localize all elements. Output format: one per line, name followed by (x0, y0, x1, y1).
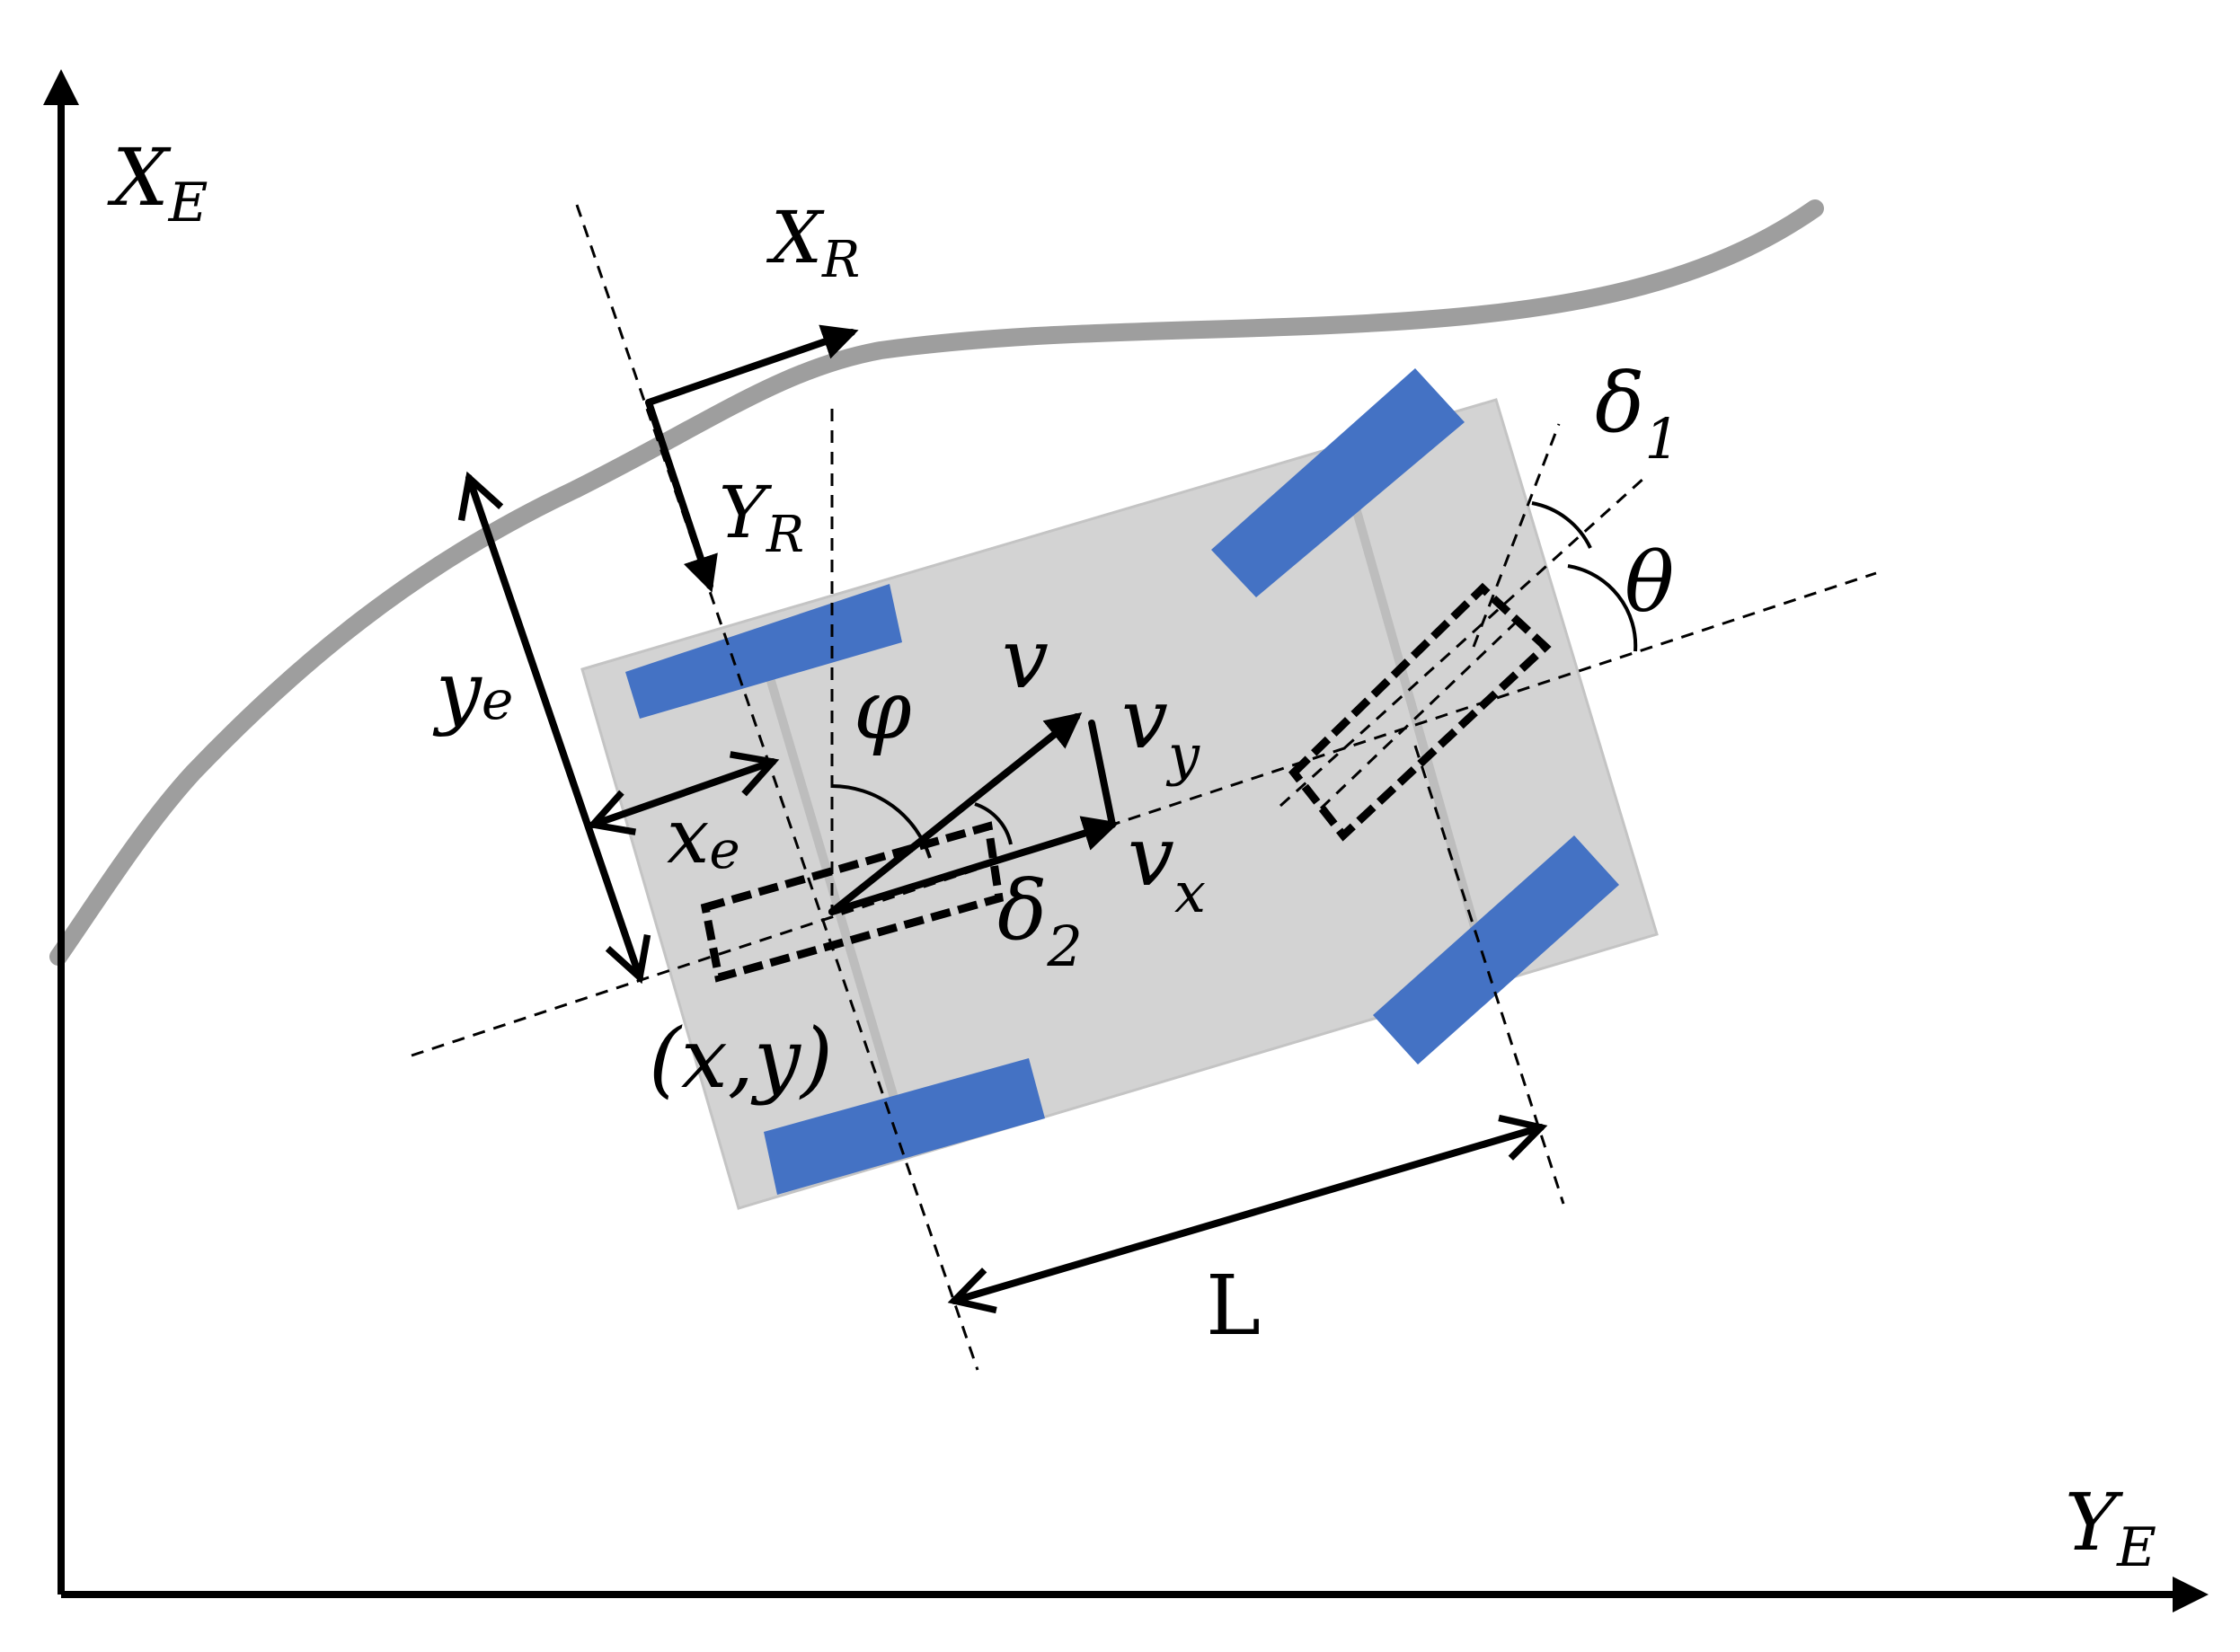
velocity-x-arrow (828, 816, 1120, 915)
robot-y-label: YR (719, 471, 804, 564)
velocity-y-segment (1088, 720, 1116, 828)
front-steer-line (1472, 423, 1561, 648)
earth-x-label: XE (107, 131, 208, 234)
front-axle-line (1413, 745, 1565, 1205)
rear-virtual-wheel (700, 821, 1005, 983)
front-wheel-heading-line (1279, 476, 1646, 808)
lateral-error-arrow (457, 471, 651, 985)
front-left-wheel (1211, 368, 1465, 597)
reference-path (49, 199, 1824, 966)
rear-right-wheel (764, 1058, 1045, 1195)
delta2-label: δ2 (997, 862, 1083, 979)
delta2-arc (974, 802, 1013, 845)
wheelbase-arrow (947, 1114, 1548, 1314)
robot-y-arrow (645, 399, 718, 593)
velocity-label: v (1002, 611, 1049, 707)
phi-label: φ (854, 662, 912, 758)
velocity-y-label: vy (1121, 671, 1200, 788)
robot-x-label: XR (766, 196, 860, 289)
theta-label: θ (1625, 534, 1674, 631)
longitudinal-error-label: xe (667, 792, 740, 880)
longitudinal-error-arrow (586, 751, 780, 835)
front-virtual-wheel-mid (1319, 618, 1520, 810)
delta1-label: δ1 (1595, 355, 1680, 472)
front-right-wheel (1373, 835, 1619, 1065)
front-virtual-wheel (1288, 582, 1552, 842)
robot-x-arrow (645, 324, 859, 406)
lateral-error-label: ye (432, 644, 513, 738)
position-label: (x,y) (649, 1011, 833, 1107)
wheelbase-label: L (1206, 1258, 1261, 1354)
velocity-arrow (828, 712, 1083, 915)
velocity-x-label: vx (1128, 808, 1206, 925)
rear-left-wheel (625, 584, 902, 719)
earth-y-label: YE (2065, 1476, 2156, 1579)
theta-arc (1567, 564, 1638, 652)
delta1-arc (1531, 501, 1592, 549)
